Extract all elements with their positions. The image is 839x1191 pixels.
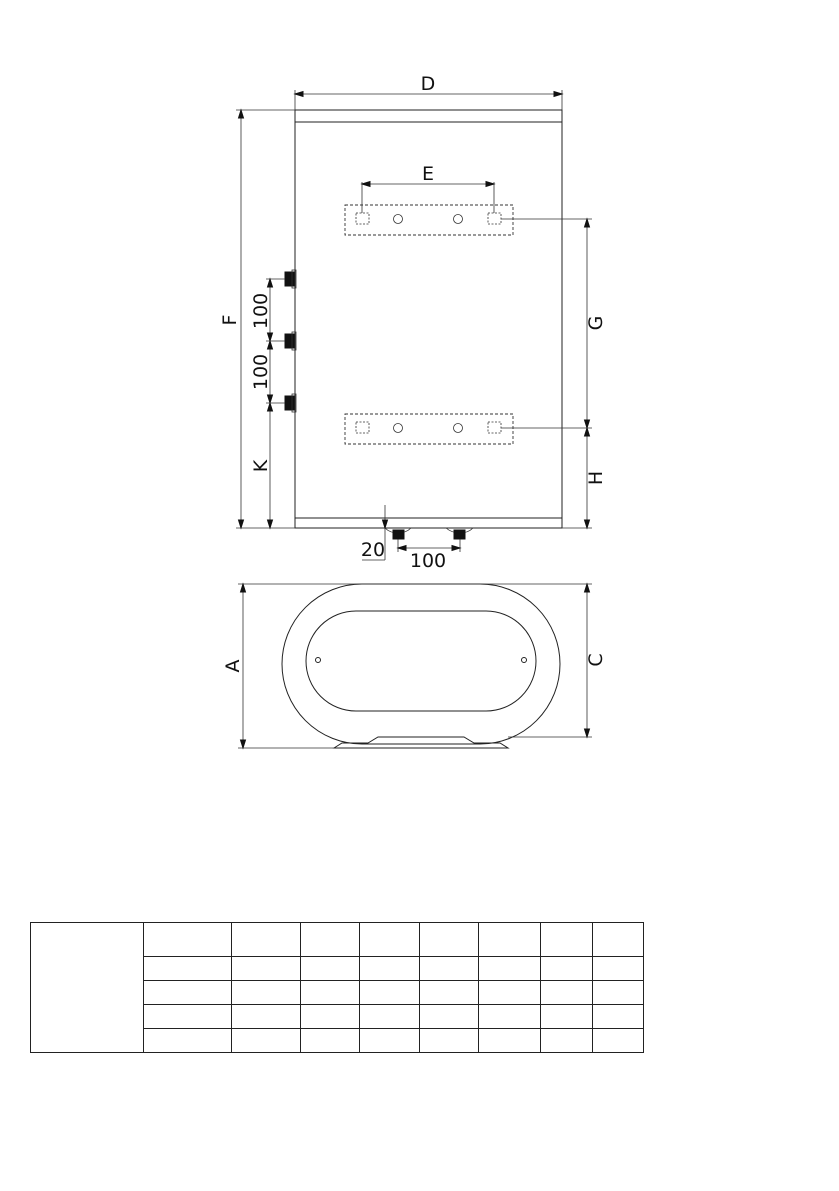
table-cell — [231, 956, 301, 981]
table-cell — [419, 922, 479, 957]
mounting-foot — [332, 736, 510, 749]
table-cell — [592, 980, 644, 1005]
tank-body — [294, 109, 563, 529]
top-view: A C — [222, 582, 607, 750]
label-spacing-100-upper: 100 — [250, 293, 272, 329]
front-view: D E F 100 100 K — [219, 73, 607, 572]
table-cell — [231, 1004, 301, 1029]
table-cell — [419, 1028, 479, 1053]
table-cell — [478, 1004, 541, 1029]
label-offset-20: 20 — [361, 539, 385, 561]
table-cell — [143, 922, 232, 957]
tank-inner-outline — [305, 610, 537, 712]
bottom-connector-left — [384, 527, 412, 540]
table-cell — [540, 922, 593, 957]
dimension-e — [360, 180, 496, 213]
table-cell — [419, 956, 479, 981]
table-row — [31, 956, 696, 981]
table-cell — [143, 956, 232, 981]
label-k: K — [250, 459, 272, 472]
dimension-f — [236, 108, 295, 530]
table-cell — [300, 1028, 360, 1053]
technical-drawing: D E F 100 100 K — [219, 73, 607, 750]
table-cell — [143, 980, 232, 1005]
label-f: F — [219, 315, 241, 326]
side-connector-top — [284, 269, 297, 289]
dimension-k-chain — [266, 277, 285, 530]
table-cell — [300, 956, 360, 981]
table-cell — [300, 1004, 360, 1029]
dimension-d — [293, 90, 564, 110]
lower-mounting-bracket — [344, 413, 514, 445]
table-cell — [592, 1004, 644, 1029]
table-row — [31, 980, 696, 1005]
upper-mounting-bracket — [344, 204, 514, 236]
table-cell — [143, 1004, 232, 1029]
table-cell — [300, 980, 360, 1005]
table-cell — [478, 1028, 541, 1053]
table-cell — [540, 956, 593, 981]
table-cell — [540, 980, 593, 1005]
bottom-connector-right — [445, 527, 474, 540]
mount-hole-left — [315, 657, 321, 663]
mount-hole-right — [521, 657, 527, 663]
table-cell — [419, 1004, 479, 1029]
table-cell — [359, 922, 420, 957]
table-cell — [478, 980, 541, 1005]
table-cell — [540, 1004, 593, 1029]
side-connector-middle — [284, 331, 297, 351]
dimension-a — [238, 582, 560, 750]
table-cell — [359, 1004, 420, 1029]
label-d: D — [421, 73, 436, 95]
table-cell — [419, 980, 479, 1005]
table-cell — [540, 1028, 593, 1053]
table-cell-model — [30, 922, 144, 1053]
label-spacing-100-lower: 100 — [250, 354, 272, 390]
table-cell — [478, 922, 541, 957]
table-cell — [231, 922, 301, 957]
tank-outer-outline — [281, 583, 561, 745]
specification-table — [30, 922, 696, 1053]
table-cell — [592, 922, 644, 957]
table-cell — [231, 1028, 301, 1053]
table-cell — [592, 956, 644, 981]
table-cell — [478, 956, 541, 981]
dimension-g-h — [501, 217, 592, 530]
table-cell — [359, 1028, 420, 1053]
label-h: H — [585, 471, 607, 485]
table-row — [31, 1004, 696, 1029]
label-e: E — [422, 163, 434, 185]
table-row — [31, 1028, 696, 1053]
table-cell — [592, 1028, 644, 1053]
table-cell — [143, 1028, 232, 1053]
table-cell — [359, 980, 420, 1005]
side-connector-bottom — [284, 393, 297, 413]
table-cell — [231, 980, 301, 1005]
table-cell — [359, 956, 420, 981]
label-a: A — [222, 660, 244, 673]
table-row — [30, 922, 696, 1053]
dimension-c — [508, 582, 592, 739]
label-c: C — [585, 653, 607, 666]
label-g: G — [585, 316, 607, 331]
table-cell — [300, 922, 360, 957]
dimension-bottom — [362, 505, 462, 561]
label-spacing-100-bottom: 100 — [410, 550, 446, 572]
